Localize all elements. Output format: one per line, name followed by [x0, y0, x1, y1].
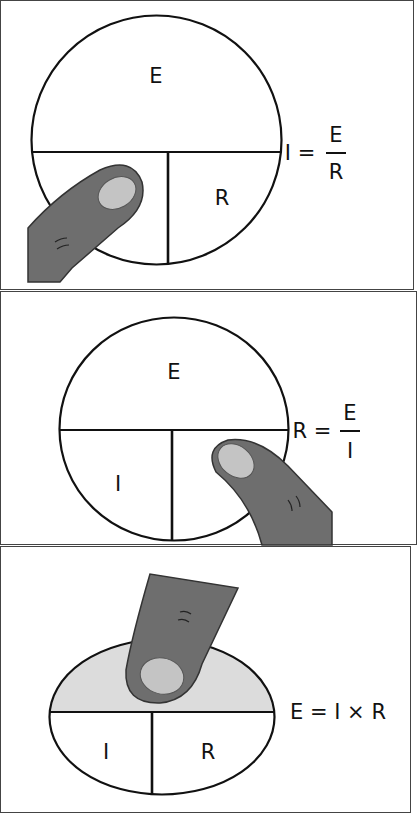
panel-border — [1, 1, 414, 290]
quantity-letter: R — [201, 742, 216, 763]
finger — [211, 437, 332, 545]
formula-text: R = — [293, 421, 332, 442]
quantity-letter: E — [167, 362, 180, 383]
circle-border — [50, 640, 275, 795]
panel-border — [1, 547, 411, 813]
quantity-letter: I — [103, 742, 109, 763]
panel-border — [1, 292, 417, 545]
finger — [28, 165, 143, 282]
fraction-bar — [340, 430, 360, 432]
quantity-letter: I — [115, 474, 121, 495]
divider-line — [167, 152, 170, 264]
divider-line — [32, 151, 281, 153]
formula-text: I — [347, 441, 353, 462]
formula-text: E — [329, 125, 342, 146]
fraction-bar — [326, 152, 346, 154]
divider-line — [171, 430, 174, 540]
formula-text: E = I × R — [290, 702, 386, 723]
divider-line — [60, 429, 289, 431]
quantity-letter: E — [149, 66, 162, 87]
divider-line — [151, 712, 154, 794]
finger — [126, 574, 238, 703]
divider-line — [50, 711, 275, 713]
formula-text: E — [343, 403, 356, 424]
formula-text: I = — [285, 143, 315, 164]
quantity-letter: R — [215, 188, 230, 209]
formula-text: R — [329, 162, 344, 183]
